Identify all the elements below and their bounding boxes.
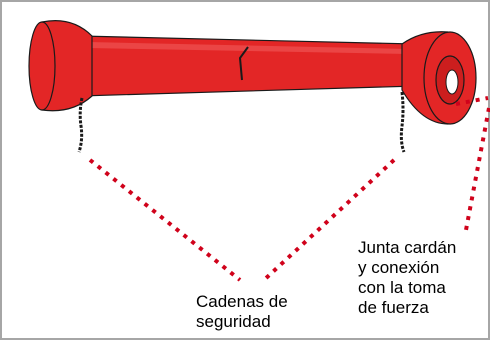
pto-joint-line-2: y conexión (358, 258, 440, 277)
telescopic-seam (238, 46, 249, 81)
safety-chains-line-2: seguridad (196, 312, 271, 331)
safety-chains-label: Cadenas de seguridad (196, 292, 288, 332)
pto-connection-bore (445, 69, 459, 95)
pto-joint-label: Junta cardán y conexión con la toma de f… (358, 238, 456, 318)
pto-joint-line-4: de fuerza (358, 298, 429, 317)
leader-left-chain (88, 158, 242, 282)
pto-joint-line-1: Junta cardán (358, 238, 457, 257)
left-safety-chain (77, 97, 84, 153)
right-safety-chain (399, 91, 406, 153)
left-guard-cone (41, 20, 93, 112)
leader-lines (88, 96, 490, 282)
safety-chains-line-1: Cadenas de (196, 292, 288, 311)
leader-pto-vertical (464, 107, 490, 231)
left-guard-cap (28, 21, 56, 111)
pto-joint-line-3: con la toma (358, 278, 446, 297)
